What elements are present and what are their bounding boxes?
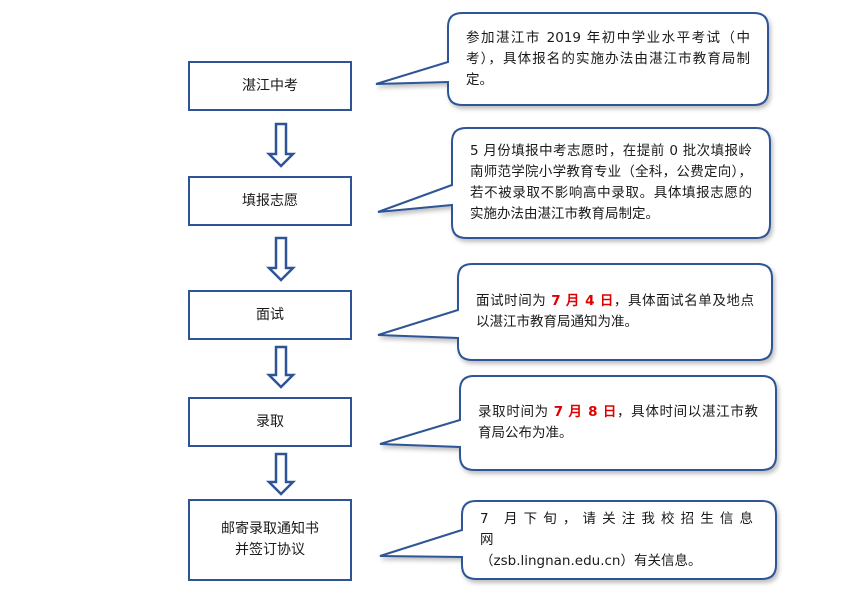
callout-5-line-1: 7 月下旬，请关注我校招生信息网	[480, 510, 758, 548]
interview-date: 7 月 4 日	[551, 293, 614, 309]
step-label-zhongkao: 湛江中考	[242, 77, 298, 94]
step-box-zhongkao: 湛江中考	[188, 61, 352, 111]
step-label-mail-notice: 邮寄录取通知书 并签订协议	[221, 521, 319, 558]
callout-5-line-2: （zsb.lingnan.edu.cn）有关信息。	[480, 552, 702, 569]
callout-text-box-3: 面试时间为 7 月 4 日，具体面试名单及地点以湛江市教育局通知为准。	[460, 265, 770, 359]
down-arrow-2	[265, 236, 297, 282]
down-arrow-1	[265, 122, 297, 168]
down-arrow-3	[265, 345, 297, 389]
callout-text-1: 参加湛江市 2019 年初中学业水平考试（中考），具体报名的实施办法由湛江市教育…	[466, 29, 750, 88]
callout-3-after: ，具体面试名单及地点以湛江市教育局通知为准。	[476, 293, 754, 330]
callout-3-before: 面试时间为	[476, 293, 552, 309]
step-label-interview: 面试	[256, 306, 284, 323]
callout-text-4: 录取时间为 7 月 8 日，具体时间以湛江市教育局公布为准。	[478, 402, 758, 444]
callout-text-5: 7 月下旬，请关注我校招生信息网 （zsb.lingnan.edu.cn）有关信…	[480, 509, 758, 572]
step-label-admission: 录取	[256, 413, 284, 430]
callout-text-box-2: 5 月份填报中考志愿时，在提前 0 批次填报岭南师范学院小学教育专业（全科，公费…	[454, 129, 768, 237]
step-box-fill-application: 填报志愿	[188, 176, 352, 226]
callout-text-box-1: 参加湛江市 2019 年初中学业水平考试（中考），具体报名的实施办法由湛江市教育…	[450, 14, 766, 104]
callout-4-after: ，具体时间以湛江市教育局公布为准。	[478, 404, 759, 441]
callout-4-before: 录取时间为	[478, 404, 554, 420]
callout-text-2: 5 月份填报中考志愿时，在提前 0 批次填报岭南师范学院小学教育专业（全科，公费…	[470, 143, 752, 222]
step-box-mail-notice: 邮寄录取通知书 并签订协议	[188, 499, 352, 581]
callout-text-box-4: 录取时间为 7 月 8 日，具体时间以湛江市教育局公布为准。	[462, 377, 774, 469]
callout-text-box-5: 7 月下旬，请关注我校招生信息网 （zsb.lingnan.edu.cn）有关信…	[464, 502, 774, 578]
step-label-fill-application: 填报志愿	[242, 192, 298, 209]
callout-text-3: 面试时间为 7 月 4 日，具体面试名单及地点以湛江市教育局通知为准。	[476, 291, 754, 333]
down-arrow-4	[265, 452, 297, 496]
step-box-interview: 面试	[188, 290, 352, 340]
step-box-admission: 录取	[188, 397, 352, 447]
admission-date: 7 月 8 日	[553, 404, 618, 420]
